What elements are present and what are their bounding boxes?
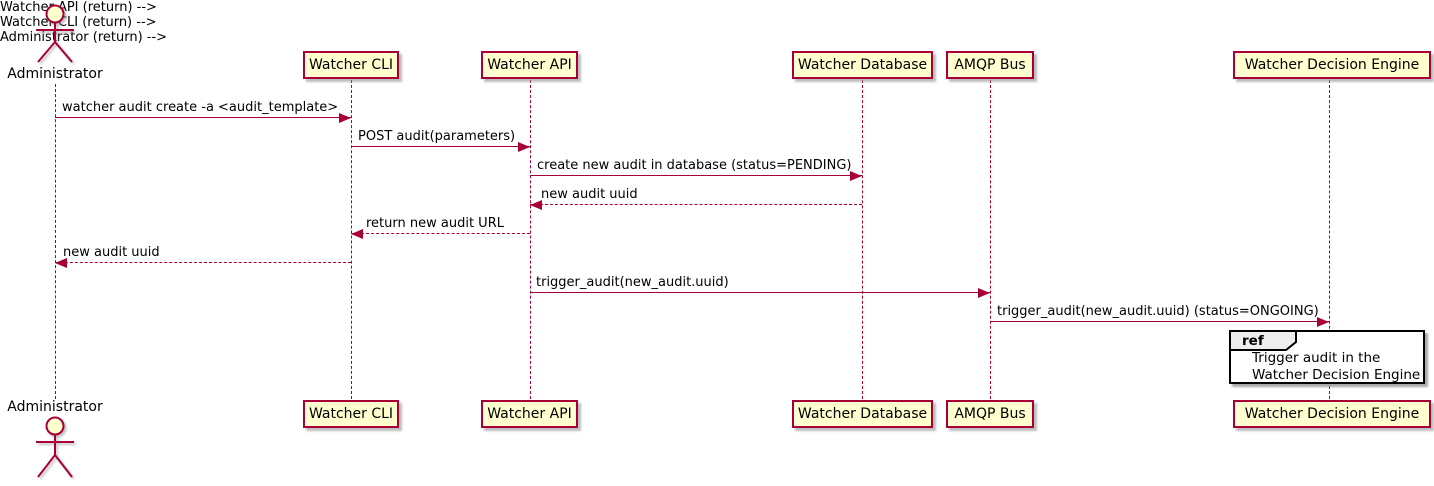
message-1-arrowhead [339, 113, 351, 123]
message-4-arrowhead [530, 200, 542, 210]
ref-body: Trigger audit in the Watcher Decision En… [1252, 350, 1420, 383]
lifeline-watcher-decision-engine [1329, 80, 1330, 399]
ref-fragment: ref Trigger audit in the Watcher Decisio… [1229, 330, 1425, 384]
ref-keyword: ref [1242, 333, 1264, 349]
ref-tab-shape [1230, 331, 1297, 351]
message-5-arrowhead [351, 229, 363, 239]
actor-administrator-bottom-label: Administrator [7, 399, 103, 415]
message-6-arrowhead [55, 258, 67, 268]
participant-top-watcher-database: Watcher Database [792, 51, 933, 79]
participant-bottom-amqp-bus: AMQP Bus [946, 400, 1034, 428]
participant-bottom-watcher-api: Watcher API [481, 400, 578, 428]
message-7-line [530, 292, 990, 293]
ref-line-2: Watcher Decision Engine [1252, 366, 1421, 383]
actor-administrator-top-icon [36, 4, 74, 63]
message-1-label: watcher audit create -a <audit_template> [62, 100, 339, 115]
message-4-label: new audit uuid [541, 187, 638, 202]
ref-line-1: Trigger audit in the [1252, 350, 1381, 366]
actor-administrator-bottom-icon [36, 416, 74, 478]
lifeline-watcher-database [862, 80, 863, 399]
message-3-arrowhead [850, 171, 862, 181]
message-8-label: trigger_audit(new_audit.uuid) (status=ON… [997, 304, 1319, 319]
message-8-line [990, 321, 1329, 322]
message-2-line [351, 146, 530, 147]
message-3-label: create new audit in database (status=PEN… [537, 158, 852, 173]
participant-top-amqp-bus: AMQP Bus [946, 51, 1034, 79]
lifeline-administrator [55, 84, 56, 399]
lifeline-amqp-bus [990, 80, 991, 399]
participant-bottom-watcher-cli: Watcher CLI [303, 400, 399, 428]
actor-administrator-top-label: Administrator [7, 66, 103, 82]
lifeline-watcher-cli [351, 80, 352, 399]
message-1-line [55, 117, 351, 118]
message-8-arrowhead [1317, 317, 1329, 327]
message-4-line [530, 204, 862, 205]
message-6-label: new audit uuid [63, 245, 160, 260]
participant-top-watcher-cli: Watcher CLI [303, 51, 399, 79]
message-7-arrowhead [978, 288, 990, 298]
message-6-line [55, 262, 351, 263]
message-7-label: trigger_audit(new_audit.uuid) [536, 275, 729, 290]
message-2-label: POST audit(parameters) [358, 129, 516, 144]
participant-bottom-watcher-database: Watcher Database [792, 400, 933, 428]
lifeline-watcher-api [530, 80, 531, 399]
message-3-line [530, 175, 862, 176]
participant-top-watcher-api: Watcher API [481, 51, 578, 79]
participant-bottom-watcher-decision-engine: Watcher Decision Engine [1233, 400, 1431, 428]
message-5-label: return new audit URL [366, 216, 504, 231]
message-2-arrowhead [518, 142, 530, 152]
participant-top-watcher-decision-engine: Watcher Decision Engine [1233, 51, 1431, 79]
message-5-line [351, 233, 530, 234]
